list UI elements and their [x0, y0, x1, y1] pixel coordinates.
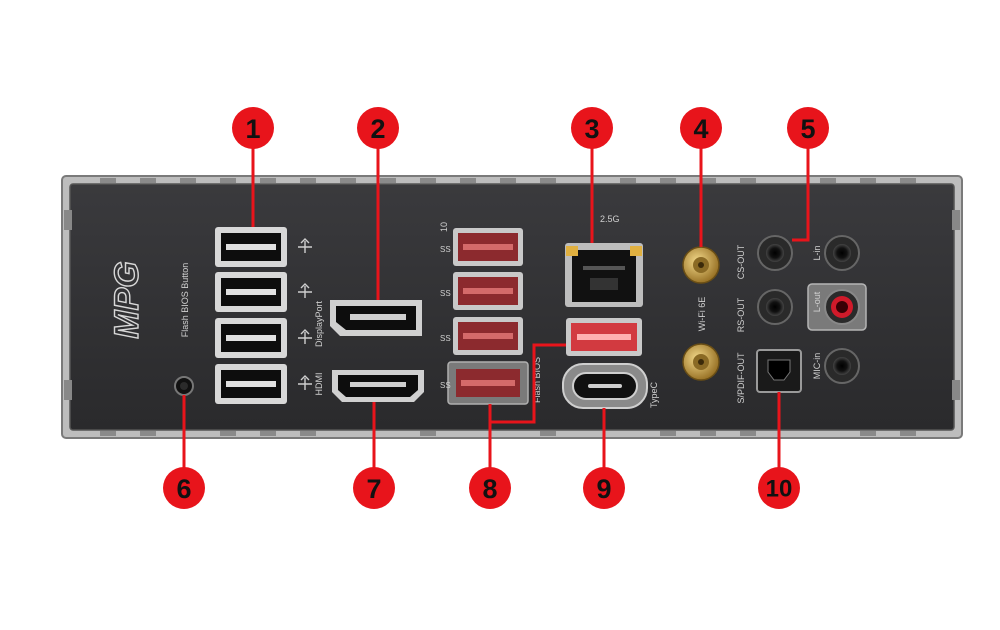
usb3-port[interactable] [566, 318, 642, 356]
callouts: 1 2 3 4 5 6 7 8 9 10 [163, 107, 829, 509]
svg-text:SS: SS [440, 245, 451, 254]
l-out-label: L-out [812, 291, 822, 312]
callout-1: 1 [232, 107, 274, 149]
lan-speed-label: 2.5G [600, 214, 620, 224]
callout-number: 3 [584, 114, 599, 144]
spdif-optical-port[interactable] [756, 349, 802, 393]
callout-number: 10 [766, 476, 793, 503]
usb3-flash-bios-port[interactable] [447, 361, 529, 405]
lan-port[interactable] [565, 243, 643, 307]
callout-leader-lines [182, 146, 810, 470]
flash-bios-label: Flash BIOS [532, 357, 542, 403]
callout-number: 6 [176, 474, 191, 504]
svg-text:SS: SS [440, 381, 451, 390]
shield-edge-teeth [100, 178, 916, 436]
usb-icon [298, 238, 312, 390]
svg-text:SS: SS [440, 334, 451, 343]
callout-8: 8 [469, 467, 511, 509]
hdmi-label: HDMI [314, 373, 324, 396]
callout-4: 4 [680, 107, 722, 149]
audio-jack-l-in[interactable] [824, 235, 860, 271]
leader-line-5 [792, 146, 810, 242]
callout-number: 1 [245, 114, 260, 144]
callout-circle [758, 467, 800, 509]
callout-10: 10 [758, 467, 800, 509]
usb-speed-label: 10 [439, 222, 449, 232]
callout-number: 4 [693, 114, 708, 144]
flash-bios-button[interactable] [174, 376, 194, 396]
superspeed-icon: SS SS SS SS [440, 245, 451, 390]
wifi-label: Wi-Fi 6E [697, 297, 707, 332]
usb3-port[interactable] [453, 317, 523, 355]
audio-jack-rs-out[interactable] [757, 289, 793, 325]
callout-number: 7 [366, 474, 381, 504]
usb2-port[interactable] [215, 318, 287, 358]
callout-number: 9 [596, 474, 611, 504]
callout-circle [232, 107, 274, 149]
wifi-antenna-connector[interactable] [682, 343, 720, 381]
usb-type-c-port[interactable] [562, 363, 648, 409]
usb3-port-stack: SS SS SS SS 10 [439, 222, 529, 405]
usb2-port[interactable] [215, 364, 287, 404]
callout-number: 5 [800, 114, 815, 144]
callout-number: 8 [482, 474, 497, 504]
usb2-port-stack [215, 227, 312, 404]
svg-text:SS: SS [440, 289, 451, 298]
flash-bios-button-label: Flash BIOS Button [180, 263, 190, 338]
callout-circle [469, 467, 511, 509]
callout-circle [357, 107, 399, 149]
brand-logo: MPG [108, 261, 146, 338]
rs-out-label: RS-OUT [736, 297, 746, 332]
usb2-port[interactable] [215, 272, 287, 312]
callout-circle [571, 107, 613, 149]
audio-jack-l-out[interactable] [824, 289, 860, 325]
usb3-port[interactable] [453, 228, 523, 266]
callout-circle [163, 467, 205, 509]
hdmi-port[interactable] [332, 370, 424, 402]
callout-6: 6 [163, 467, 205, 509]
spdif-out-label: S/PDIF-OUT [736, 352, 746, 404]
callout-circle [353, 467, 395, 509]
displayport-label: DisplayPort [314, 300, 324, 347]
mic-in-label: MIC-in [812, 353, 822, 380]
audio-jack-cs-out[interactable] [757, 235, 793, 271]
callout-circle [787, 107, 829, 149]
callout-2: 2 [357, 107, 399, 149]
usb2-port[interactable] [215, 227, 287, 267]
displayport-port[interactable] [330, 300, 422, 336]
callout-7: 7 [353, 467, 395, 509]
typec-label: TypeC [649, 381, 659, 408]
callout-5: 5 [787, 107, 829, 149]
callout-circle [583, 467, 625, 509]
cs-out-label: CS-OUT [736, 244, 746, 279]
usb3-port[interactable] [453, 272, 523, 310]
leader-line-8-branch [490, 343, 566, 424]
audio-jack-mic-in[interactable] [824, 348, 860, 384]
l-in-label: L-in [812, 245, 822, 260]
callout-9: 9 [583, 467, 625, 509]
callout-circle [680, 107, 722, 149]
callout-number: 2 [370, 114, 385, 144]
wifi-antenna-connector[interactable] [682, 246, 720, 284]
callout-3: 3 [571, 107, 613, 149]
